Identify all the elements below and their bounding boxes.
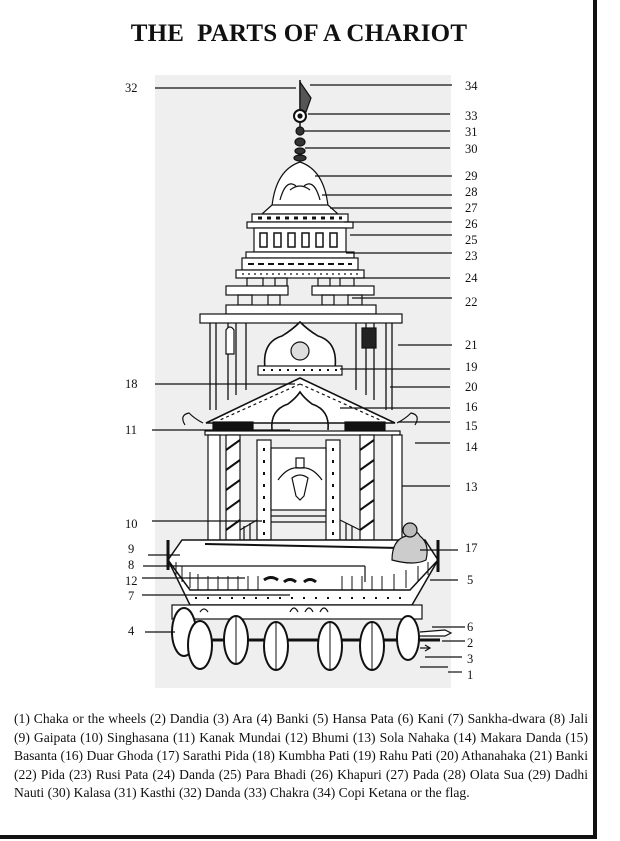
leader-lines <box>142 84 465 673</box>
page-frame <box>0 0 597 839</box>
label-23: 23 <box>465 249 478 263</box>
label-27: 27 <box>465 201 478 215</box>
label-13: 13 <box>465 480 478 494</box>
label-33: 33 <box>465 109 478 123</box>
label-1: 1 <box>467 668 474 682</box>
label-9: 9 <box>128 542 135 556</box>
label-8: 8 <box>128 558 135 572</box>
label-15: 15 <box>465 419 478 433</box>
label-34: 34 <box>465 79 478 93</box>
label-31: 31 <box>465 125 478 139</box>
label-5: 5 <box>467 573 474 587</box>
label-21: 21 <box>465 338 478 352</box>
label-6: 6 <box>467 620 474 634</box>
label-12: 12 <box>125 574 138 588</box>
label-26: 26 <box>465 217 478 231</box>
label-24: 24 <box>465 271 478 285</box>
label-20: 20 <box>465 380 478 394</box>
label-29: 29 <box>465 169 478 183</box>
chariot-illustration <box>166 80 453 671</box>
label-32: 32 <box>125 81 138 95</box>
parts-legend-caption: (1) Chaka or the wheels (2) Dandia (3) A… <box>14 711 588 801</box>
label-14: 14 <box>465 440 478 454</box>
label-25: 25 <box>465 233 478 247</box>
label-4: 4 <box>128 624 135 638</box>
label-18: 18 <box>125 377 138 391</box>
page-title: THE PARTS OF A CHARIOT <box>130 20 468 47</box>
label-30: 30 <box>465 142 478 156</box>
label-10: 10 <box>125 517 138 531</box>
label-2: 2 <box>467 636 474 650</box>
label-7: 7 <box>128 589 135 603</box>
label-22: 22 <box>465 295 478 309</box>
label-28: 28 <box>465 185 478 199</box>
label-11: 11 <box>125 423 138 437</box>
label-16: 16 <box>465 400 478 414</box>
label-3: 3 <box>467 652 474 666</box>
label-17: 17 <box>465 541 478 555</box>
flag <box>299 80 312 113</box>
label-19: 19 <box>465 360 478 374</box>
